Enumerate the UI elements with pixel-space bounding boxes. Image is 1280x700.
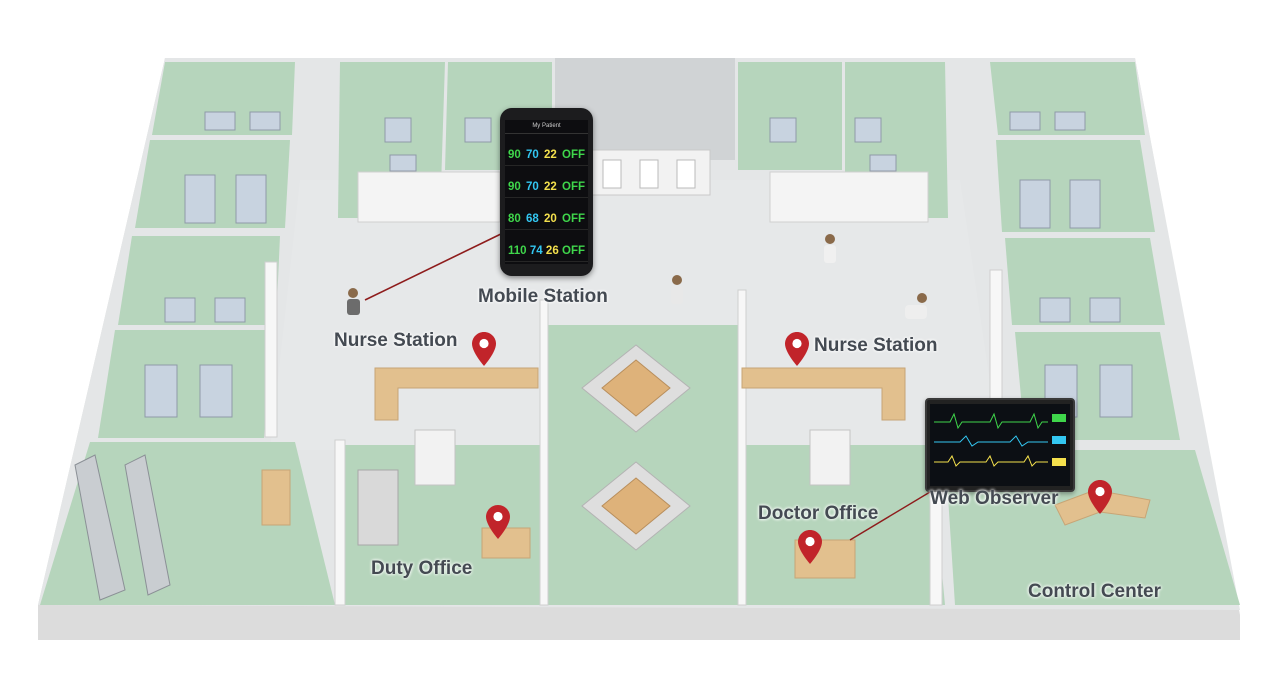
label-duty-office: Duty Office bbox=[371, 558, 473, 579]
vital-hr: 80 bbox=[508, 213, 521, 225]
toilet-3 bbox=[676, 159, 696, 189]
vital-spo2: 70 bbox=[526, 149, 539, 161]
map-pin-icon bbox=[798, 530, 822, 564]
ward-top-right-wall bbox=[769, 171, 929, 223]
vital-rr: 22 bbox=[544, 149, 557, 161]
core-block bbox=[555, 58, 735, 160]
toilet-1 bbox=[602, 159, 622, 189]
vital-rr: 22 bbox=[544, 181, 557, 193]
phone-title: My Patient bbox=[505, 120, 588, 134]
sofa-set-2 bbox=[581, 461, 691, 551]
patient-row: 90 70 22 OFF bbox=[505, 134, 588, 166]
label-mobile-station: Mobile Station bbox=[478, 286, 608, 307]
patient-row: 110 74 26 OFF bbox=[505, 230, 588, 262]
phone-link-line bbox=[364, 231, 506, 301]
nurse-desk-left bbox=[374, 367, 539, 421]
vital-status: OFF bbox=[562, 149, 585, 161]
vital-hr: 90 bbox=[508, 149, 521, 161]
ward-top-left-wall bbox=[357, 171, 501, 223]
monitor-screen bbox=[930, 404, 1070, 486]
ward-left-4 bbox=[98, 330, 270, 438]
beds-left bbox=[144, 111, 492, 418]
label-nurse-station-left: Nurse Station bbox=[334, 330, 458, 351]
monitor-link-line bbox=[849, 491, 931, 541]
cabinet-doctor bbox=[809, 429, 851, 486]
vital-rr: 20 bbox=[544, 213, 557, 225]
server-racks bbox=[74, 454, 171, 601]
duty-bed bbox=[357, 469, 399, 546]
vital-status: OFF bbox=[562, 213, 585, 225]
ward-left-3 bbox=[118, 236, 280, 325]
ward-top-right-1 bbox=[738, 62, 842, 170]
vital-status: OFF bbox=[562, 245, 585, 257]
monitor-icon bbox=[925, 398, 1075, 492]
patient-row: 90 70 22 OFF bbox=[505, 166, 588, 198]
vital-spo2: 68 bbox=[526, 213, 539, 225]
label-doctor-office: Doctor Office bbox=[758, 503, 879, 524]
vital-rr: 26 bbox=[545, 245, 559, 257]
toilet-2 bbox=[639, 159, 659, 189]
vital-spo2: 70 bbox=[526, 181, 539, 193]
map-pin-icon bbox=[785, 332, 809, 366]
vital-status: OFF bbox=[562, 181, 585, 193]
sofa-set-1 bbox=[581, 344, 691, 433]
smartphone-icon: My Patient 90 70 22 OFF 90 70 22 OFF 80 … bbox=[500, 108, 593, 276]
cabinet-duty bbox=[414, 429, 456, 486]
phone-screen: My Patient 90 70 22 OFF 90 70 22 OFF 80 … bbox=[505, 120, 588, 264]
vital-spo2: 74 bbox=[529, 245, 543, 257]
duty-desk bbox=[481, 527, 531, 559]
ward-right-3 bbox=[1005, 238, 1165, 325]
vital-hr: 90 bbox=[508, 181, 521, 193]
desk-server-room bbox=[261, 469, 291, 526]
map-pin-icon bbox=[486, 505, 510, 539]
label-web-observer: Web Observer bbox=[930, 488, 1059, 509]
people bbox=[347, 234, 927, 319]
waveform-display bbox=[934, 412, 1066, 467]
map-pin-icon bbox=[1088, 480, 1112, 514]
vital-hr: 110 bbox=[508, 245, 527, 257]
map-pin-icon bbox=[472, 332, 496, 366]
label-control-center: Control Center bbox=[1028, 581, 1161, 602]
nurse-desk-right bbox=[741, 367, 906, 421]
label-nurse-station-right: Nurse Station bbox=[814, 335, 938, 356]
patient-row: 80 68 20 OFF bbox=[505, 198, 588, 230]
